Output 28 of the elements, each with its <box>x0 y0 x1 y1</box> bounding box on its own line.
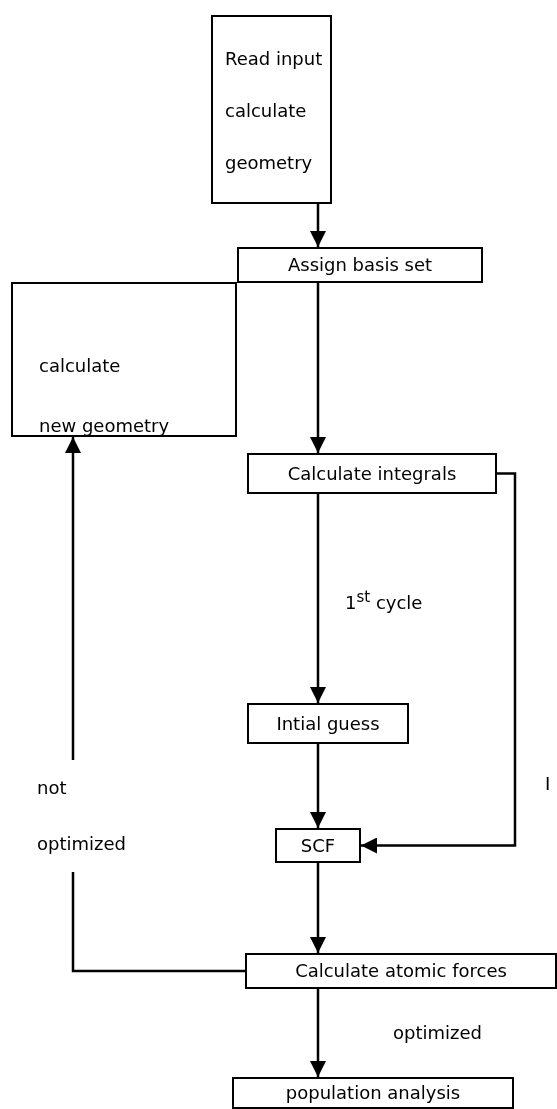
box-text: SCF <box>300 836 336 855</box>
box-text: calculate geometry <box>225 99 314 175</box>
box-text: Assign basis set <box>287 256 433 274</box>
process-box <box>211 15 332 204</box>
box-text: population analysis <box>285 1084 461 1102</box>
box-text: Intial guess <box>276 714 380 733</box>
process-box <box>232 1077 514 1109</box>
box-text: Read input <box>225 47 324 71</box>
box-text: new geometry <box>39 414 171 438</box>
arrow <box>310 744 326 828</box>
arrow <box>310 494 326 703</box>
box-text: calculate <box>39 354 122 378</box>
box-text: Calculate integrals <box>287 464 457 483</box>
arrow <box>310 283 326 453</box>
edge-label: 1$^{st}$ cycle <box>345 590 423 612</box>
edge-label: optimized <box>393 1024 482 1042</box>
process-box <box>11 282 237 437</box>
process-box <box>245 953 557 989</box>
process-box <box>237 247 483 283</box>
box-text: Calculate atomic forces <box>295 962 507 980</box>
arrow <box>310 989 326 1077</box>
arrow <box>361 472 517 854</box>
process-box <box>247 453 497 494</box>
arrow <box>310 863 326 953</box>
process-box <box>275 828 361 863</box>
edge-label: I <box>545 775 551 793</box>
process-box <box>247 703 409 744</box>
arrow <box>310 204 326 247</box>
